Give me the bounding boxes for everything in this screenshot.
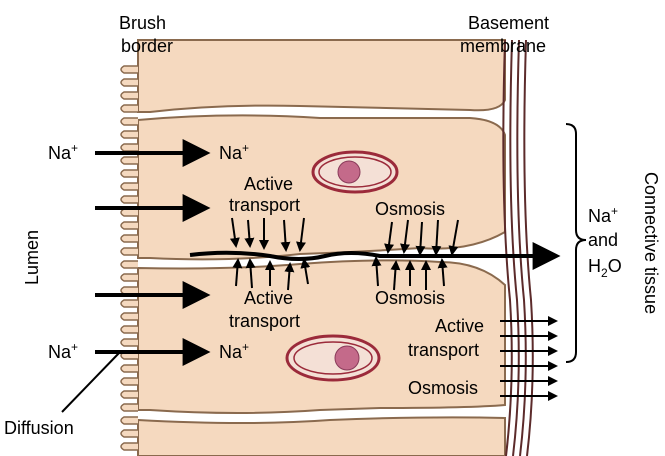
microvillus — [120, 195, 138, 204]
small-transport-arrow — [415, 221, 426, 256]
small-transport-arrow — [280, 219, 291, 252]
microvillus — [120, 312, 138, 321]
na-cell-top: Na+ — [219, 141, 249, 163]
active-transport-right-1: Active — [435, 316, 484, 336]
basement-exit-arrows — [500, 316, 558, 401]
osmosis-mid: Osmosis — [375, 288, 445, 308]
microvillus — [120, 403, 138, 412]
small-transport-arrow — [371, 256, 382, 287]
channel-small-arrows — [229, 217, 459, 291]
microvillus — [120, 182, 138, 191]
microvillus — [120, 104, 138, 113]
cell-lowest — [137, 416, 506, 456]
na-cell-bottom: Na+ — [219, 340, 249, 362]
small-transport-arrow — [384, 221, 395, 254]
diffusion-label: Diffusion — [4, 418, 74, 438]
microvillus — [120, 117, 138, 126]
osmosis-top: Osmosis — [375, 199, 445, 219]
diffusion-pointer — [61, 351, 121, 413]
active-transport-top-1: Active — [244, 174, 293, 194]
small-transport-arrow — [244, 219, 255, 248]
small-transport-arrow — [300, 258, 311, 285]
nucleus-top — [311, 150, 399, 194]
microvillus — [120, 286, 138, 295]
brush-border-label-2: border — [121, 36, 173, 56]
microvillus — [120, 143, 138, 152]
osmosis-bottom: Osmosis — [408, 378, 478, 398]
active-transport-right-2: transport — [408, 340, 479, 360]
microvillus — [120, 442, 138, 451]
microvillus — [120, 247, 138, 256]
active-transport-mid-1: Active — [244, 288, 293, 308]
small-transport-arrow — [284, 262, 295, 291]
nucleus-bottom — [285, 334, 381, 382]
microvillus — [120, 169, 138, 178]
microvillus — [120, 91, 138, 100]
small-transport-arrow — [448, 219, 459, 256]
cell-middle — [137, 114, 506, 261]
microvillus — [120, 273, 138, 282]
lumen-label: Lumen — [22, 230, 42, 285]
microvillus — [120, 429, 138, 438]
microvillus — [120, 416, 138, 425]
microvillus — [120, 377, 138, 386]
microvillus — [120, 65, 138, 74]
small-transport-arrow — [390, 260, 401, 291]
microvillus — [120, 325, 138, 334]
basement-membrane-label-2: membrane — [460, 36, 546, 56]
microvillus — [120, 156, 138, 165]
small-transport-arrow — [296, 217, 306, 252]
active-transport-top-2: transport — [229, 195, 300, 215]
microvillus — [120, 390, 138, 399]
active-transport-mid-2: transport — [229, 311, 300, 331]
brush-border-microvilli — [120, 65, 138, 451]
connective-tissue-label: Connective tissue — [641, 172, 661, 314]
microvillus — [120, 234, 138, 243]
microvillus — [120, 364, 138, 373]
small-transport-arrow — [431, 219, 442, 256]
microvillus — [120, 78, 138, 87]
microvillus — [120, 221, 138, 230]
small-transport-arrow — [232, 258, 243, 287]
connective-bracket — [565, 123, 587, 363]
microvillus — [120, 338, 138, 347]
small-transport-arrow — [229, 217, 240, 248]
na-lumen-top: Na+ — [48, 141, 78, 163]
na-lumen-bottom: Na+ — [48, 340, 78, 362]
microvillus — [120, 260, 138, 269]
bracket-and: and — [588, 230, 618, 250]
intercellular-channel-arrow — [189, 242, 561, 270]
small-transport-arrow — [400, 219, 410, 254]
microvillus — [120, 130, 138, 139]
bracket-na: Na+ — [588, 204, 618, 226]
horizontal-arrows — [95, 139, 211, 366]
cell-top — [137, 39, 506, 113]
basement-membrane — [502, 39, 534, 456]
bracket-h2o: H2O — [588, 256, 622, 280]
small-transport-arrow — [245, 258, 256, 289]
microvillus — [120, 208, 138, 217]
small-transport-arrow — [437, 258, 448, 287]
microvillus — [120, 299, 138, 308]
brush-border-label-1: Brush — [119, 13, 166, 33]
basement-membrane-label-1: Basement — [468, 13, 549, 33]
